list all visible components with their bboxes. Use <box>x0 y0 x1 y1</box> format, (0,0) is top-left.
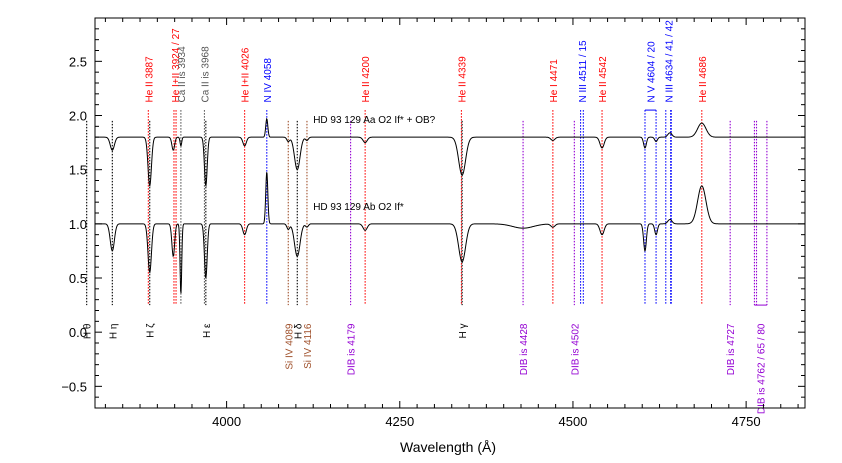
label-n-v-4604-20: N V 4604 / 20 <box>647 41 658 103</box>
label-ca-ii-is-3968: Ca II is 3968 <box>200 46 211 103</box>
label-h: H δ <box>293 323 304 339</box>
y-tick-label: 1.0 <box>69 217 87 232</box>
label-si-iv-4089: Si IV 4089 <box>284 323 295 370</box>
label-he-i-ii-4026: He I+II 4026 <box>241 47 252 102</box>
label-h: H ζ <box>146 323 157 338</box>
y-tick-label: −0.5 <box>61 379 87 394</box>
y-tick-label: 0.5 <box>69 271 87 286</box>
label-he-ii-3887: He II 3887 <box>144 56 155 103</box>
label-he-ii-4200: He II 4200 <box>361 56 372 103</box>
label-dib-is-4762-65-80: DIB is 4762 / 65 / 80 <box>757 323 768 414</box>
label-h: H θ <box>83 323 94 339</box>
label-h: H η <box>108 324 119 340</box>
line-id-markers <box>86 109 768 306</box>
x-tick-label: 4250 <box>385 414 414 429</box>
x-tick-label: 4500 <box>558 414 587 429</box>
label-he-ii-4686: He II 4686 <box>698 56 709 103</box>
label-n-iii-4511-15: N III 4511 / 15 <box>578 40 589 103</box>
spectrum-label-ab: HD 93 129 Ab O2 If* <box>313 202 404 213</box>
label-dib-is-4428: DIB is 4428 <box>519 323 530 375</box>
x-tick-label: 4000 <box>212 414 241 429</box>
x-axis-label: Wavelength (Å) <box>400 439 496 455</box>
y-tick-label: 2.0 <box>69 109 87 124</box>
spectra-series: HD 93 129 Aa O2 If* + OB? HD 93 129 Ab O2… <box>95 115 805 294</box>
spectrum-line-aa <box>95 117 805 188</box>
label-he-i-4471: He I 4471 <box>549 59 560 103</box>
label-n-iv-4058: N IV 4058 <box>263 58 274 103</box>
label-h: H γ <box>458 324 469 339</box>
spectrum-label-aa: HD 93 129 Aa O2 If* + OB? <box>313 115 435 126</box>
y-tick-label: 2.5 <box>69 54 87 69</box>
label-n-iii-4634-41-42: N III 4634 / 41 / 42 <box>665 20 676 103</box>
label-h: H ε <box>202 323 213 338</box>
label-dib-is-4179: DIB is 4179 <box>347 323 358 375</box>
y-tick-label: 0.0 <box>69 325 87 340</box>
axes: 4000 4250 4500 4750 −0.5 0.0 0.5 1.0 1.5 2.0 2.5 <box>61 17 806 429</box>
label-ca-ii-is-3934: Ca II is 3934 <box>177 46 188 103</box>
label-he-ii-4339: He II 4339 <box>457 56 468 103</box>
label-si-iv-4116: Si IV 4116 <box>303 323 314 369</box>
label-dib-is-4502: DIB is 4502 <box>570 323 581 375</box>
label-he-ii-4542: He II 4542 <box>598 56 609 103</box>
label-dib-is-4727: DIB is 4727 <box>726 323 737 375</box>
label-he-i-ii-3924-27: He I+II 3924 / 27 <box>171 28 182 103</box>
spectrum-line-ab <box>95 172 805 294</box>
x-tick-label: 4750 <box>732 414 761 429</box>
y-tick-label: 1.5 <box>69 163 87 178</box>
